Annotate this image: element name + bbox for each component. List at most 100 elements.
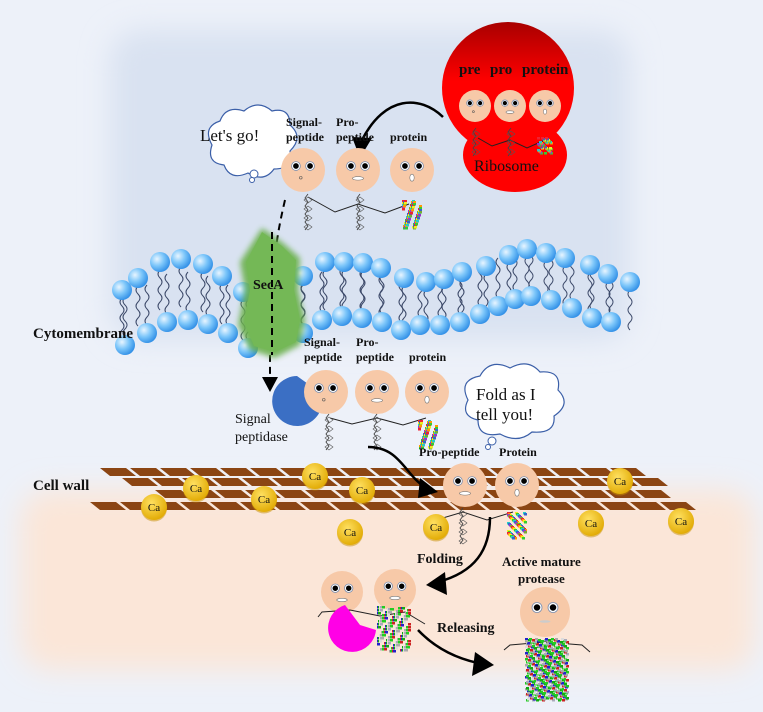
lipid-head xyxy=(601,312,621,332)
lipid-tail xyxy=(122,296,128,338)
pupil xyxy=(507,478,513,484)
residue xyxy=(548,695,551,698)
calcium-ion: Ca xyxy=(349,477,375,505)
residue xyxy=(541,646,544,649)
pupil xyxy=(513,101,518,106)
face-head xyxy=(390,148,434,192)
lipid-head xyxy=(470,304,490,324)
residue xyxy=(420,422,423,425)
step-folding-label: Folding xyxy=(417,552,463,567)
cell-wall-brick xyxy=(630,502,666,510)
residue xyxy=(407,221,410,224)
residue xyxy=(412,206,415,209)
residue xyxy=(558,663,561,666)
ribosome-chain-link xyxy=(477,137,546,149)
lipid-head xyxy=(410,315,430,335)
residue xyxy=(566,665,569,668)
cell-wall-brick xyxy=(572,478,608,486)
residue xyxy=(415,223,418,226)
residue xyxy=(530,649,533,652)
residue xyxy=(557,640,560,643)
face-head xyxy=(355,370,399,414)
residue xyxy=(531,690,534,693)
mouth xyxy=(371,398,383,403)
residue xyxy=(547,690,550,693)
ribosome-face-pro xyxy=(494,90,526,122)
pupil xyxy=(431,385,437,391)
residue xyxy=(535,676,538,679)
residue xyxy=(562,699,565,702)
residue xyxy=(413,201,416,204)
translation-arrowhead xyxy=(352,137,372,158)
residue xyxy=(525,658,528,661)
residue xyxy=(409,215,412,218)
lipid-tail xyxy=(589,269,595,311)
calcium-ion-ball xyxy=(668,508,694,534)
residue xyxy=(547,672,550,675)
residue xyxy=(418,214,421,217)
residue xyxy=(545,638,548,641)
face-head xyxy=(321,571,363,613)
lipid-head xyxy=(372,312,392,332)
peptide-ring xyxy=(372,443,382,451)
calcium-ion-ball xyxy=(183,475,209,501)
wall-face-pro-peptide xyxy=(443,463,487,507)
residue xyxy=(538,683,541,686)
cell-wall-brick xyxy=(152,478,188,486)
residue xyxy=(549,674,552,677)
residue xyxy=(393,650,396,653)
periplasm-protein-structure xyxy=(418,420,438,450)
ribosome-chain-label-pro: pro xyxy=(490,62,513,78)
cell-wall-brick xyxy=(155,490,191,498)
residue xyxy=(408,626,411,629)
residue xyxy=(566,671,569,674)
residue xyxy=(549,656,552,659)
residue xyxy=(525,646,528,649)
lipid-head xyxy=(212,266,232,286)
residue xyxy=(539,644,542,647)
calcium-ion-ball xyxy=(337,519,363,545)
pupil xyxy=(469,478,475,484)
cytoplasm-protein-structure xyxy=(402,200,422,230)
residue xyxy=(552,699,555,702)
pupil xyxy=(521,478,527,484)
periplasm-chain-link xyxy=(329,417,427,426)
residue xyxy=(422,444,425,447)
residue xyxy=(524,521,527,524)
releasing-arrowhead xyxy=(472,652,494,676)
lipid-head xyxy=(371,258,391,278)
lipid-head xyxy=(352,308,372,328)
residue xyxy=(537,149,540,152)
mouth xyxy=(505,110,515,114)
residue xyxy=(398,613,401,616)
residue xyxy=(543,692,546,695)
residue xyxy=(528,677,531,680)
periplasm-face-signal-peptide xyxy=(304,370,348,414)
lipid-tail xyxy=(144,284,150,326)
calcium-ion-ball xyxy=(607,468,633,494)
residue xyxy=(395,633,398,636)
speech-cloud-lets-go xyxy=(207,104,298,183)
residue xyxy=(544,665,547,668)
residue xyxy=(392,636,395,639)
residue xyxy=(540,673,543,676)
residue xyxy=(536,687,539,690)
wall-face-protein xyxy=(495,463,539,507)
residue xyxy=(554,665,557,668)
cell-wall-brick xyxy=(570,502,606,510)
residue xyxy=(559,680,562,683)
residue xyxy=(536,693,539,696)
residue xyxy=(408,623,411,626)
residue xyxy=(550,685,553,688)
cell-wall-brick xyxy=(635,490,671,498)
cell-wall-brick xyxy=(390,502,426,510)
residue xyxy=(539,141,542,144)
lipid-head xyxy=(312,310,332,330)
residue xyxy=(551,670,554,673)
calcium-ion: Ca xyxy=(251,486,277,514)
residue xyxy=(414,226,417,229)
residue xyxy=(563,678,566,681)
residue xyxy=(545,694,548,697)
residue xyxy=(547,678,550,681)
residue xyxy=(388,642,391,645)
